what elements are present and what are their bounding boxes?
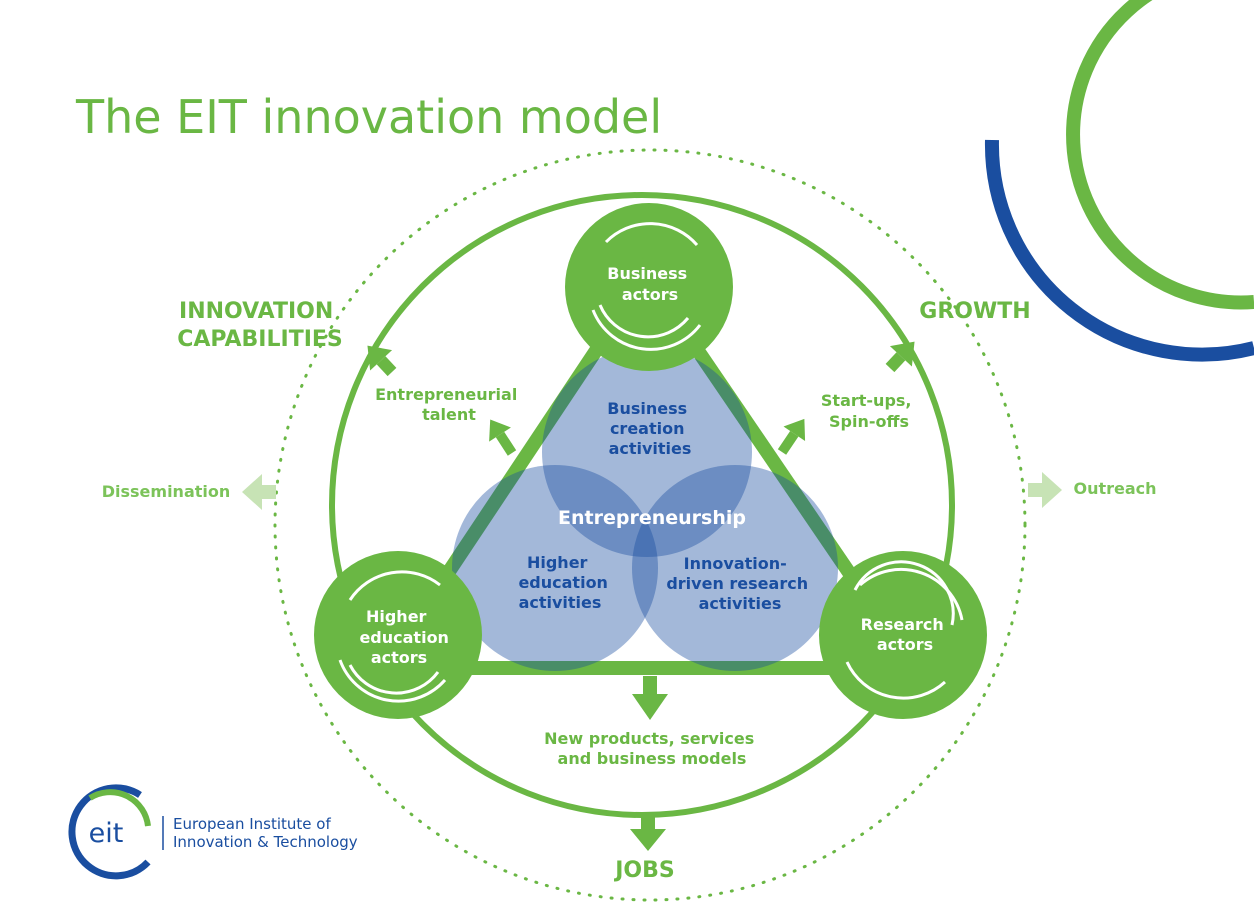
startups-arrow (777, 418, 806, 455)
innovation-capabilities-label: INNOVATION CAPABILITIES (177, 299, 343, 352)
entrepreneurial-talent-label: Entrepreneurial talent (375, 385, 523, 424)
dissemination-arrow (242, 474, 276, 510)
growth-arrow (885, 341, 915, 373)
outreach-arrow (1028, 472, 1062, 508)
eit-logo-mark: eit (89, 818, 124, 849)
products-arrow (632, 676, 668, 720)
higher-education-actors-label: Higher education actors (359, 607, 454, 667)
business-actors-node (565, 203, 733, 371)
higher-education-actors-node (314, 551, 482, 719)
outer-dotted-circle (273, 148, 1027, 902)
new-products-label: New products, services and business mode… (544, 729, 760, 768)
talent-arrow (489, 419, 517, 456)
jobs-arrow (630, 815, 666, 851)
page-title: The EIT innovation model (76, 90, 663, 144)
startups-spinoffs-label: Start-ups, Spin-offs (821, 391, 917, 431)
business-actors-label: Business actors (607, 264, 692, 304)
venn-business-circle (542, 347, 752, 557)
venn-education-circle (452, 465, 658, 671)
dissemination-label: Dissemination (102, 482, 231, 501)
outreach-label: Outreach (1073, 479, 1156, 498)
research-actors-label: Research actors (861, 615, 950, 654)
jobs-label: JOBS (613, 858, 675, 883)
corner-green-arc (1066, 0, 1254, 310)
eit-logo-line2: Innovation & Technology (173, 833, 358, 851)
venn-diagram (452, 347, 838, 671)
higher-education-activities-label: Higher education activities (518, 553, 613, 612)
venn-research-circle (632, 465, 838, 671)
research-actors-node (819, 551, 987, 719)
business-creation-activities-label: Business creation activities (607, 399, 692, 458)
growth-label: GROWTH (919, 299, 1030, 324)
entrepreneurship-label: Entrepreneurship (558, 507, 746, 529)
research-activities-label: Innovation- driven research activities (666, 554, 813, 613)
corner-blue-arc (984, 139, 1254, 362)
eit-logo: eit European Institute of Innovation & T… (68, 784, 358, 880)
eit-logo-line1: European Institute of (173, 815, 331, 833)
innovation-capabilities-arrow (367, 345, 397, 377)
